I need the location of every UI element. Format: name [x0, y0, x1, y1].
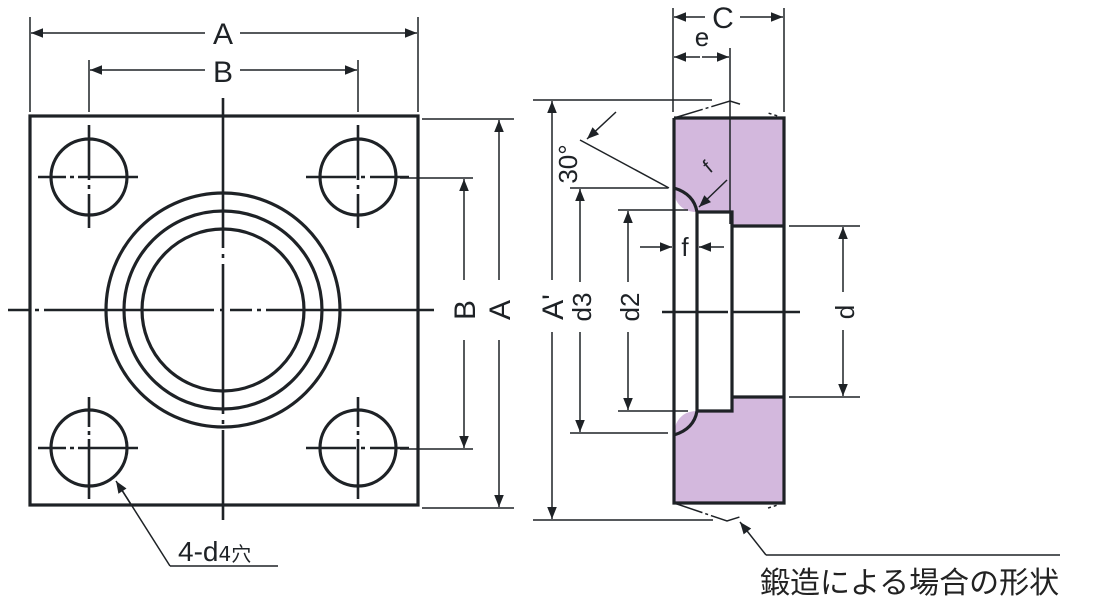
dim-label-a-right: A: [484, 300, 517, 320]
forging-outline-top: [673, 100, 785, 119]
dim-label-a-prime: A': [537, 294, 570, 320]
dim-label-d: d: [830, 305, 860, 319]
angle-reference-line: [579, 139, 670, 189]
dim-label-c: C: [712, 2, 734, 35]
bolt-hole-top-right: [306, 125, 409, 228]
flange-middle-ring: [122, 209, 324, 411]
dim-label-d2: d2: [615, 293, 645, 322]
front-view: A B: [8, 17, 517, 567]
forging-note-arrow: [739, 521, 767, 556]
dim-label-e: e: [695, 22, 709, 52]
hole-callout-arrow: [115, 480, 133, 507]
forged-section-fill: [674, 118, 784, 226]
angle-arrow: [586, 111, 617, 140]
flange-outer-ring: [104, 191, 342, 429]
side-outline: [672, 116, 786, 505]
side-view: C e A' d3 d2 d f f: [533, 2, 1060, 601]
forging-outline-bottom: [673, 502, 785, 522]
flange-bore: [140, 227, 306, 393]
dim-label-f-side: f: [681, 232, 689, 262]
forging-note-text: 鍛造による場合の形状: [760, 566, 1059, 601]
dim-label-d3: d3: [567, 293, 597, 322]
dim-label-angle: 30°: [553, 144, 583, 183]
dim-arrow-f-radial: [698, 179, 728, 208]
dim-label-b-right: B: [449, 300, 482, 320]
hole-callout-text: 4-d4穴: [178, 536, 251, 567]
dim-label-a-top: A: [213, 18, 233, 51]
forged-section-fill-lower: [674, 397, 784, 503]
bolt-hole-top-left: [38, 125, 142, 228]
dim-label-b-top: B: [213, 56, 233, 89]
bolt-hole-bottom-right: [306, 397, 409, 500]
bolt-hole-bottom-left: [38, 397, 142, 500]
